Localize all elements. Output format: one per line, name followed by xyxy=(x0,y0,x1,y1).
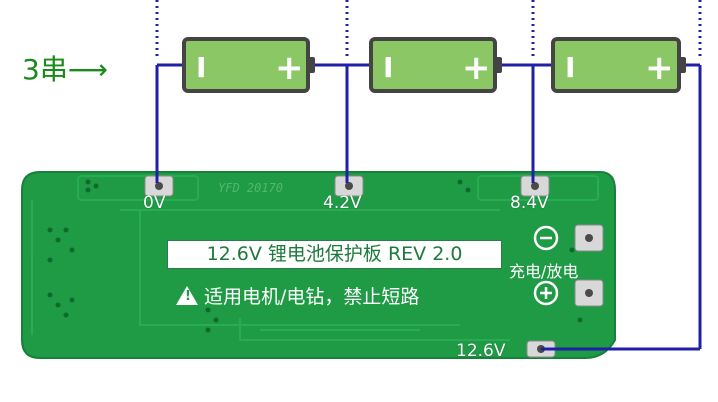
tap-label-12v6: 12.6V xyxy=(456,341,506,361)
tap-label-0v: 0V xyxy=(143,193,166,213)
board-title-banner: 12.6V 锂电池保护板 REV 2.0 xyxy=(167,240,502,269)
arrow-right-icon: ⟶ xyxy=(67,53,108,86)
tap-label-8v4: 8.4V xyxy=(510,193,549,213)
battery-1 xyxy=(182,37,315,93)
battery-3-plus: + xyxy=(645,48,674,88)
series-count-label: 3串⟶ xyxy=(22,53,108,86)
charge-discharge-label: 充电/放电 xyxy=(509,262,579,281)
series-wiring xyxy=(155,63,702,351)
board-warning: ! 适用电机/电钻，禁止短路 xyxy=(176,282,419,309)
silkscreen-code: YFD 20170 xyxy=(218,181,283,195)
battery-1-minus: I xyxy=(196,51,206,84)
battery-2-plus: + xyxy=(462,48,491,88)
battery-1-plus: + xyxy=(275,48,304,88)
dotted-leads xyxy=(155,0,702,60)
battery-3-minus: I xyxy=(565,51,575,84)
battery-3 xyxy=(551,37,686,93)
warning-icon: ! xyxy=(176,286,198,305)
tap-label-4v2: 4.2V xyxy=(323,193,362,213)
battery-2 xyxy=(369,37,502,93)
warning-text: 适用电机/电钻，禁止短路 xyxy=(204,286,420,308)
battery-2-minus: I xyxy=(383,51,393,84)
board-title: 12.6V 锂电池保护板 REV 2.0 xyxy=(206,243,463,265)
